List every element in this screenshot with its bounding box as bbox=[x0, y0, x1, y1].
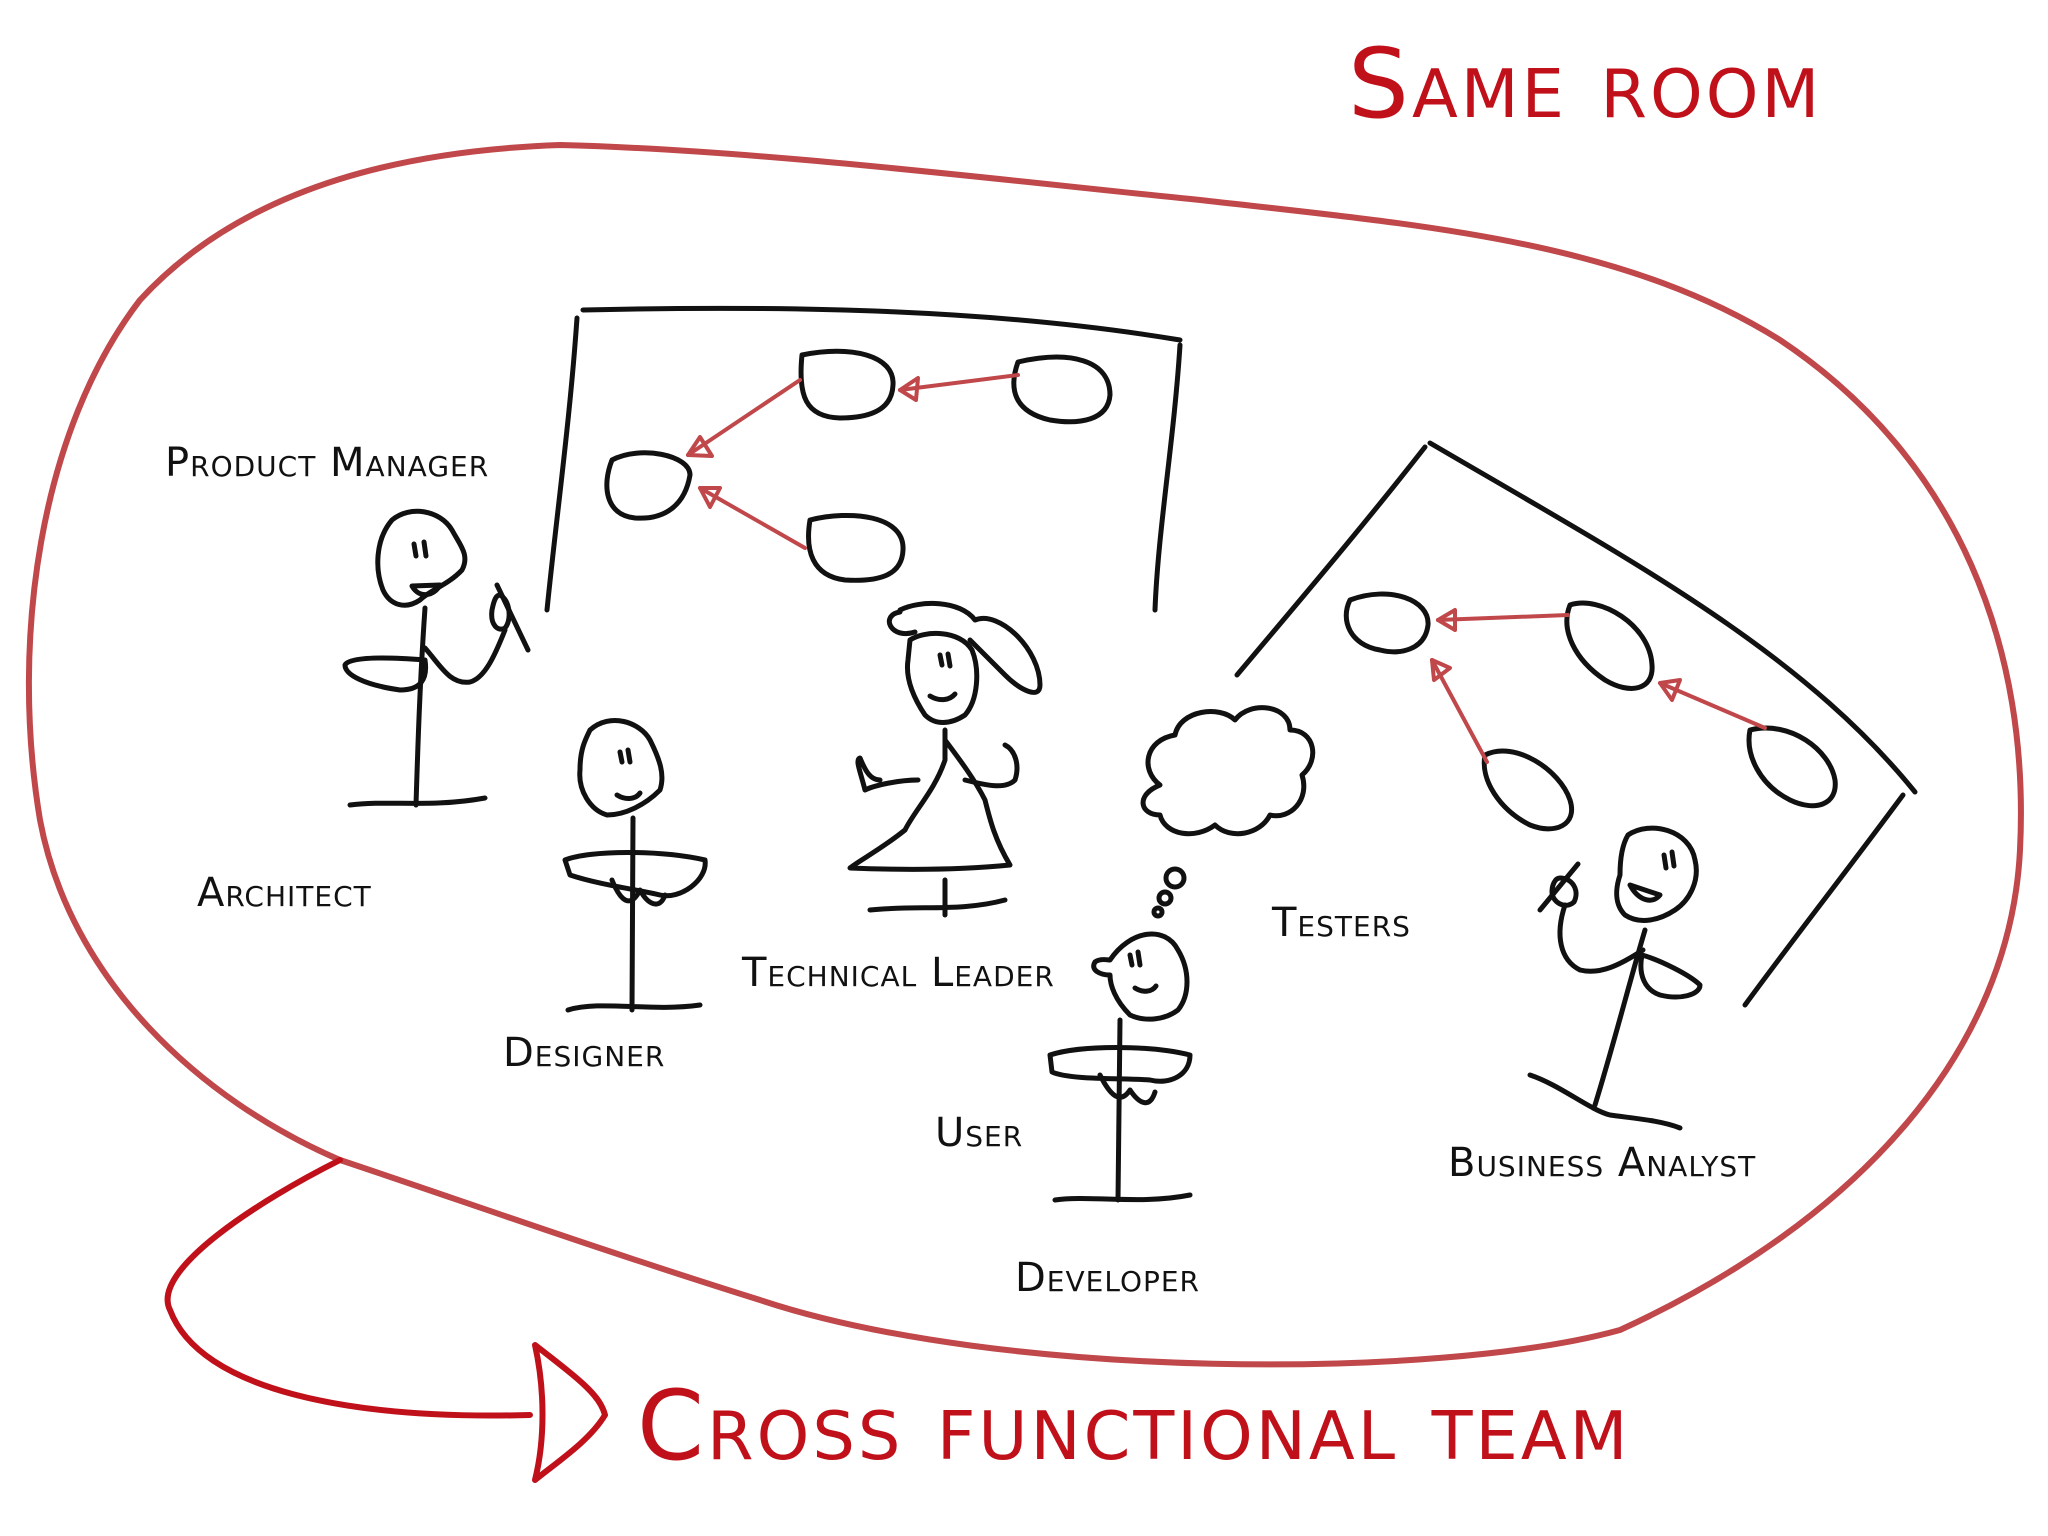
whiteboard-left bbox=[544, 305, 1183, 613]
sticky-note bbox=[1746, 725, 1838, 809]
connector-arrow-head bbox=[532, 1342, 608, 1483]
sticky-note bbox=[798, 348, 896, 421]
product-manager-figure bbox=[342, 508, 531, 808]
label-testers: Testers bbox=[1272, 900, 1411, 946]
sticky-note bbox=[1343, 591, 1431, 655]
sticky-note bbox=[806, 513, 906, 583]
sticky-note bbox=[1481, 748, 1575, 832]
sticky-note bbox=[1564, 600, 1655, 691]
user-thought-bubble bbox=[1140, 705, 1316, 919]
technical-leader-figure bbox=[847, 600, 1043, 918]
cross-functional-team-title: Cross functional team bbox=[637, 1370, 1631, 1482]
label-developer: Developer bbox=[1015, 1255, 1201, 1301]
sticky-note bbox=[1011, 354, 1113, 425]
label-designer: Designer bbox=[503, 1030, 666, 1076]
sticky-note bbox=[604, 450, 693, 521]
connector-arrow-line bbox=[164, 1157, 533, 1419]
label-product-manager: Product Manager bbox=[165, 440, 490, 486]
whiteboard-right bbox=[1234, 440, 1918, 1008]
label-technical-leader: Technical Leader bbox=[742, 950, 1055, 996]
business-analyst-figure bbox=[1527, 825, 1703, 1131]
label-user: User bbox=[935, 1110, 1024, 1156]
label-architect: Architect bbox=[197, 870, 372, 916]
designer-figure bbox=[562, 718, 708, 1013]
label-business-analyst: Business Analyst bbox=[1448, 1140, 1757, 1186]
room-boundary bbox=[25, 142, 2024, 1368]
developer-figure bbox=[1047, 931, 1193, 1203]
same-room-title: Same room bbox=[1348, 28, 1823, 140]
